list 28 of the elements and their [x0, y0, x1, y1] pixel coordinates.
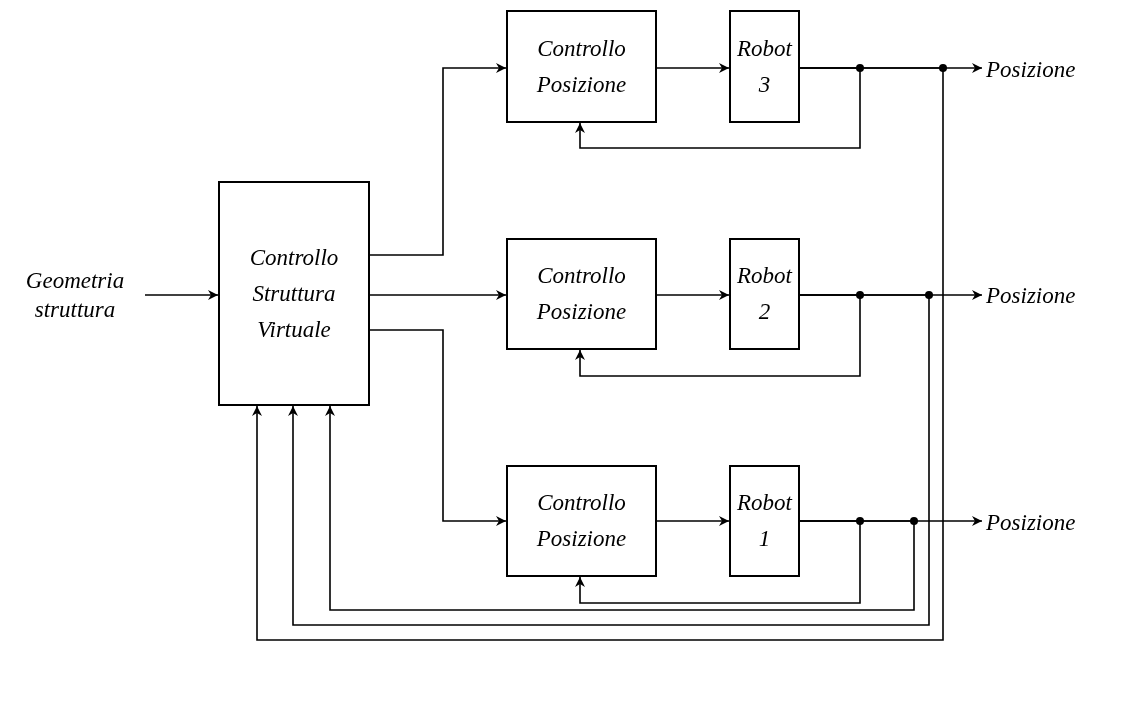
signal-label: Posizione: [982, 505, 1117, 539]
arrow: [288, 294, 930, 626]
arrow: [656, 516, 730, 526]
arrow: [369, 290, 507, 300]
signal-label: Posizione: [982, 278, 1117, 312]
block-box: [729, 238, 800, 350]
arrow: [369, 329, 507, 526]
arrow: [369, 63, 507, 256]
block-box: [506, 10, 657, 123]
block-label: Robot 2: [736, 262, 794, 326]
arrow: [252, 67, 944, 641]
arrow: [144, 290, 219, 300]
block-label: Controllo Posizione: [535, 262, 628, 326]
signal-label: Geometria struttura: [5, 262, 145, 328]
block-label: Robot 3: [736, 34, 794, 99]
arrow: [656, 290, 730, 300]
arrow: [325, 405, 915, 611]
block-label: Robot 1: [736, 489, 794, 553]
block-box: [506, 465, 657, 577]
block-box: [729, 465, 800, 577]
block-label: Controllo Posizione: [535, 34, 628, 99]
block-label: Controllo Struttura Virtuale: [248, 243, 340, 344]
block-box: [506, 238, 657, 350]
block-box: [218, 181, 370, 406]
signal-label: Posizione: [982, 52, 1117, 86]
block-label: Controllo Posizione: [535, 489, 628, 553]
arrow: [656, 63, 730, 73]
block-box: [729, 10, 800, 123]
